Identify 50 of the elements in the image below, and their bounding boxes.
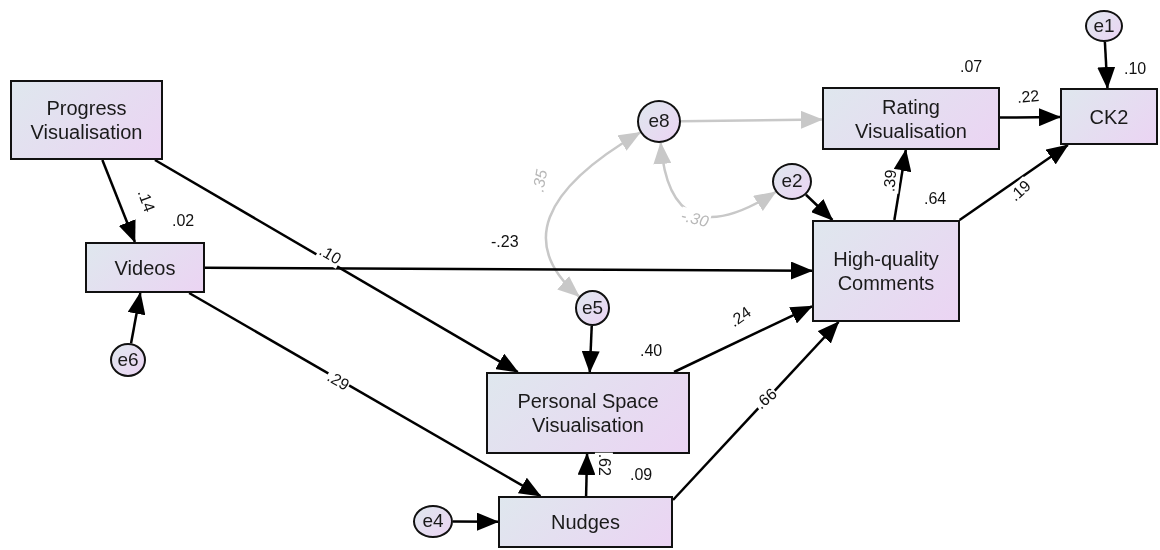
node-label: e8 [648, 110, 670, 133]
node-label: e4 [422, 510, 444, 533]
path-arrow [577, 453, 596, 497]
path-arrow [154, 158, 519, 374]
error-term-circle [575, 290, 610, 326]
variable-box [85, 242, 205, 293]
edge-label: .62 [595, 452, 613, 477]
node-label: Progress Visualisation [29, 96, 144, 144]
error-term-circle [413, 505, 453, 538]
path-arrow [101, 159, 137, 243]
squared-correlation-label: .64 [924, 190, 947, 208]
node-label: Rating Visualisation [854, 94, 968, 143]
node-label: e2 [781, 170, 803, 193]
path-arrow [581, 325, 600, 373]
variable-box [1060, 88, 1158, 145]
path-arrow [1000, 108, 1061, 127]
path-arrow [681, 110, 823, 129]
node-label: e5 [581, 296, 604, 320]
variable-box [486, 372, 690, 454]
path-arrow [127, 292, 146, 344]
squared-correlation-label: .09 [630, 466, 653, 484]
variable-box [812, 220, 960, 322]
squared-correlation-label: .40 [640, 342, 663, 360]
node-label: e1 [1093, 14, 1115, 38]
path-arrow [545, 131, 641, 298]
path-arrow [672, 321, 840, 501]
node-label: Personal Space Visualisation [516, 389, 660, 437]
error-term-circle [110, 343, 146, 377]
path-arrow [188, 291, 542, 498]
variable-box [822, 87, 1000, 150]
error-term-circle [772, 163, 812, 200]
path-arrow [205, 261, 813, 280]
path-arrow [673, 305, 813, 374]
node-label: CK2 [1089, 104, 1129, 129]
path-arrow [1097, 41, 1116, 89]
variable-box [10, 80, 163, 160]
path-arrow [453, 512, 499, 531]
path-arrow [958, 143, 1069, 222]
squared-correlation-label: .02 [172, 212, 195, 230]
node-label: Videos [114, 255, 176, 280]
node-label: e6 [117, 348, 139, 372]
squared-correlation-label: .10 [1124, 60, 1147, 78]
path-arrow [805, 193, 834, 221]
error-term-circle [637, 100, 681, 143]
squared-correlation-label: .07 [960, 58, 983, 76]
node-label: High-quality Comments [832, 247, 940, 295]
node-label: Nudges [551, 510, 620, 534]
path-arrow [893, 149, 912, 221]
error-term-circle [1085, 10, 1123, 42]
variable-box [498, 496, 673, 548]
